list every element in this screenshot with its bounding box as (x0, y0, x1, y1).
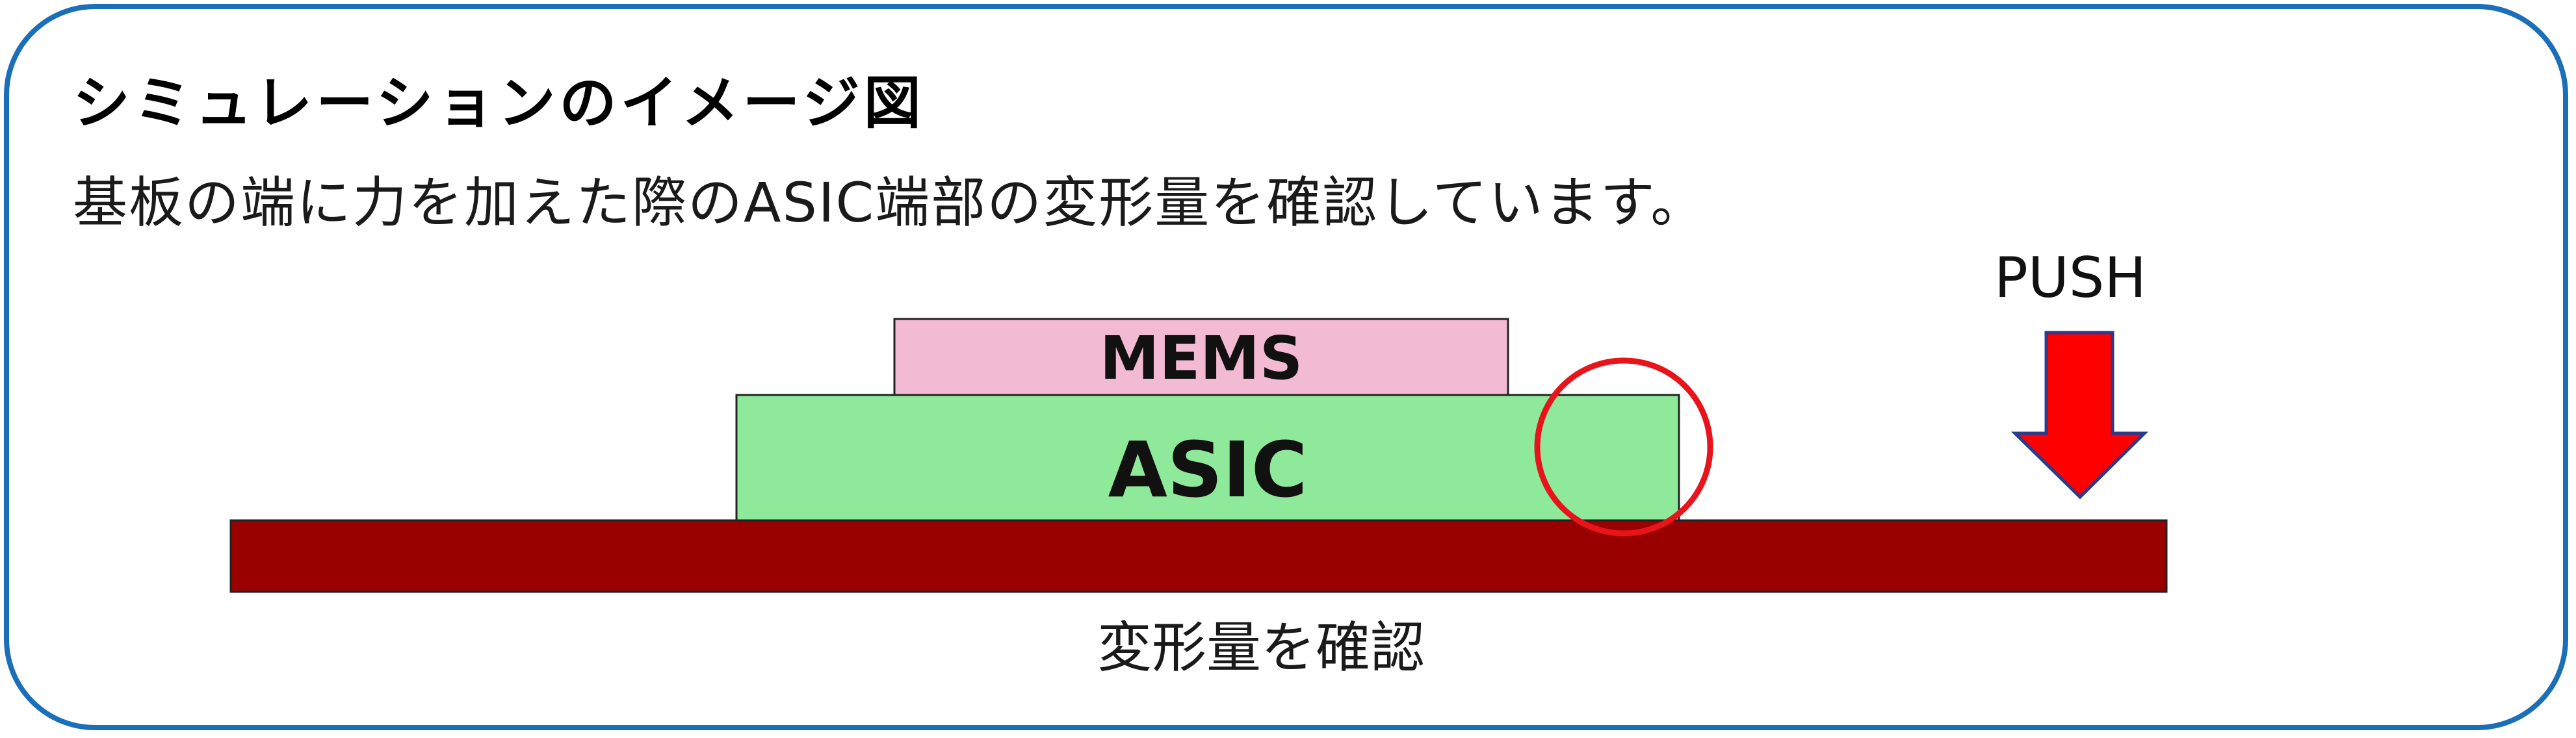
figure-description: 基板の端に力を加えた際のASIC端部の変形量を確認しています。 (73, 171, 1707, 235)
mems-label: MEMS (1100, 324, 1303, 393)
arrow-down-icon (2010, 331, 2149, 500)
deformation-caption: 変形量を確認 (1097, 616, 1425, 680)
push-label: PUSH (1994, 246, 2147, 311)
mems-block (893, 318, 1509, 396)
substrate-block (229, 519, 2168, 593)
asic-label: ASIC (1108, 425, 1308, 515)
circle-outline-icon (1534, 357, 1713, 537)
figure-title: シミュレーションのイメージ図 (73, 70, 925, 136)
